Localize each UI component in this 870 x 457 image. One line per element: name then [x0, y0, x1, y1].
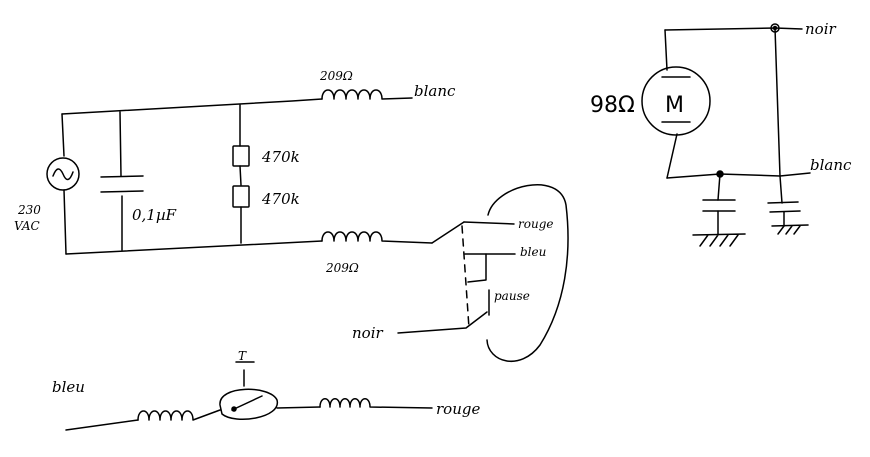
resistor-wire	[239, 104, 242, 244]
thermostat-dot	[231, 406, 237, 412]
switch-blade	[431, 221, 465, 244]
motor-letter-label: M	[665, 93, 684, 118]
input-noir-label: noir	[352, 324, 383, 342]
series-inductor-right	[319, 398, 433, 409]
ground1-icon	[692, 233, 746, 247]
labels: 209Ω blanc 470k 470k 0,1µF 230 VAC 209Ω …	[14, 20, 852, 418]
motor-junction-top	[770, 23, 780, 33]
switch-enclosure	[486, 184, 569, 362]
inductor-bottom	[321, 231, 433, 244]
ground2-icon	[771, 224, 809, 235]
series-string	[65, 361, 433, 431]
inductor-top-coil	[321, 89, 413, 100]
inductor-top	[321, 89, 413, 100]
motor-bottom-wire	[666, 172, 811, 179]
source-voltage-line1-label: 230	[17, 203, 41, 217]
source-wire-bottom	[63, 189, 67, 255]
switch-rouge-label: rouge	[518, 217, 553, 231]
resistor-upper-label: 470k	[261, 148, 300, 166]
switch-contact-rouge	[463, 221, 515, 225]
motor-blanc-label: blanc	[810, 156, 852, 174]
motor-circuit	[641, 23, 811, 247]
motor-left-wire-top	[664, 29, 668, 71]
out-blanc-label: blanc	[414, 82, 456, 100]
capacitor-plate-bottom	[100, 190, 144, 193]
capacitor-plate-top	[100, 175, 144, 178]
thermostat-contact	[231, 395, 263, 411]
series-bleu-label: bleu	[52, 378, 85, 396]
motor-resistance-label: 98Ω	[590, 93, 635, 118]
source-wire-top	[61, 113, 65, 157]
ac-source	[46, 157, 80, 191]
series-left-wire	[65, 419, 139, 431]
series-inductor-left	[137, 409, 221, 421]
bottom-rail-wire	[65, 240, 323, 255]
thermostat-label: T	[238, 349, 247, 363]
capacitor-value-label: 0,1µF	[132, 206, 177, 224]
resistor-lower-label: 470k	[261, 190, 300, 208]
motor-circle	[641, 66, 711, 136]
inductor-bottom-coil	[321, 231, 433, 244]
motor-left-wire-bottom	[666, 133, 678, 179]
inductor-bottom-value-label: 209Ω	[325, 261, 359, 275]
resistor-lower	[232, 185, 250, 208]
switch-bleu-label: bleu	[520, 245, 546, 259]
switch-pause-lead	[467, 253, 487, 283]
series-mid-wire	[276, 406, 321, 409]
ac-source-circle	[46, 157, 80, 191]
switch-ganged-link	[461, 225, 470, 329]
cap2-wire	[779, 175, 785, 227]
resistors	[232, 145, 250, 208]
inductor-top-value-label: 209Ω	[319, 69, 353, 83]
cap2-plate-top	[767, 201, 799, 204]
source-voltage-line2-label: VAC	[14, 219, 40, 233]
switch-pause-label: pause	[494, 289, 530, 303]
thermostat-body	[219, 388, 278, 420]
selector-switch	[397, 184, 569, 362]
switch-noir-lead	[397, 311, 488, 334]
ac-sine-icon	[52, 168, 74, 181]
top-rail-wire	[61, 98, 323, 115]
capacitor-wire-top	[119, 111, 122, 177]
cap2-plate-bottom	[769, 210, 801, 213]
resistor-upper	[232, 145, 250, 167]
cap1-wire	[717, 173, 721, 235]
capacitor	[100, 175, 144, 193]
left-circuit	[61, 98, 323, 255]
series-rouge-label: rouge	[436, 400, 480, 418]
motor-right-wire	[774, 27, 781, 177]
motor-noir-label: noir	[805, 20, 836, 38]
motor-junction-top-dot	[772, 25, 778, 31]
motor-top-wire	[664, 27, 803, 31]
